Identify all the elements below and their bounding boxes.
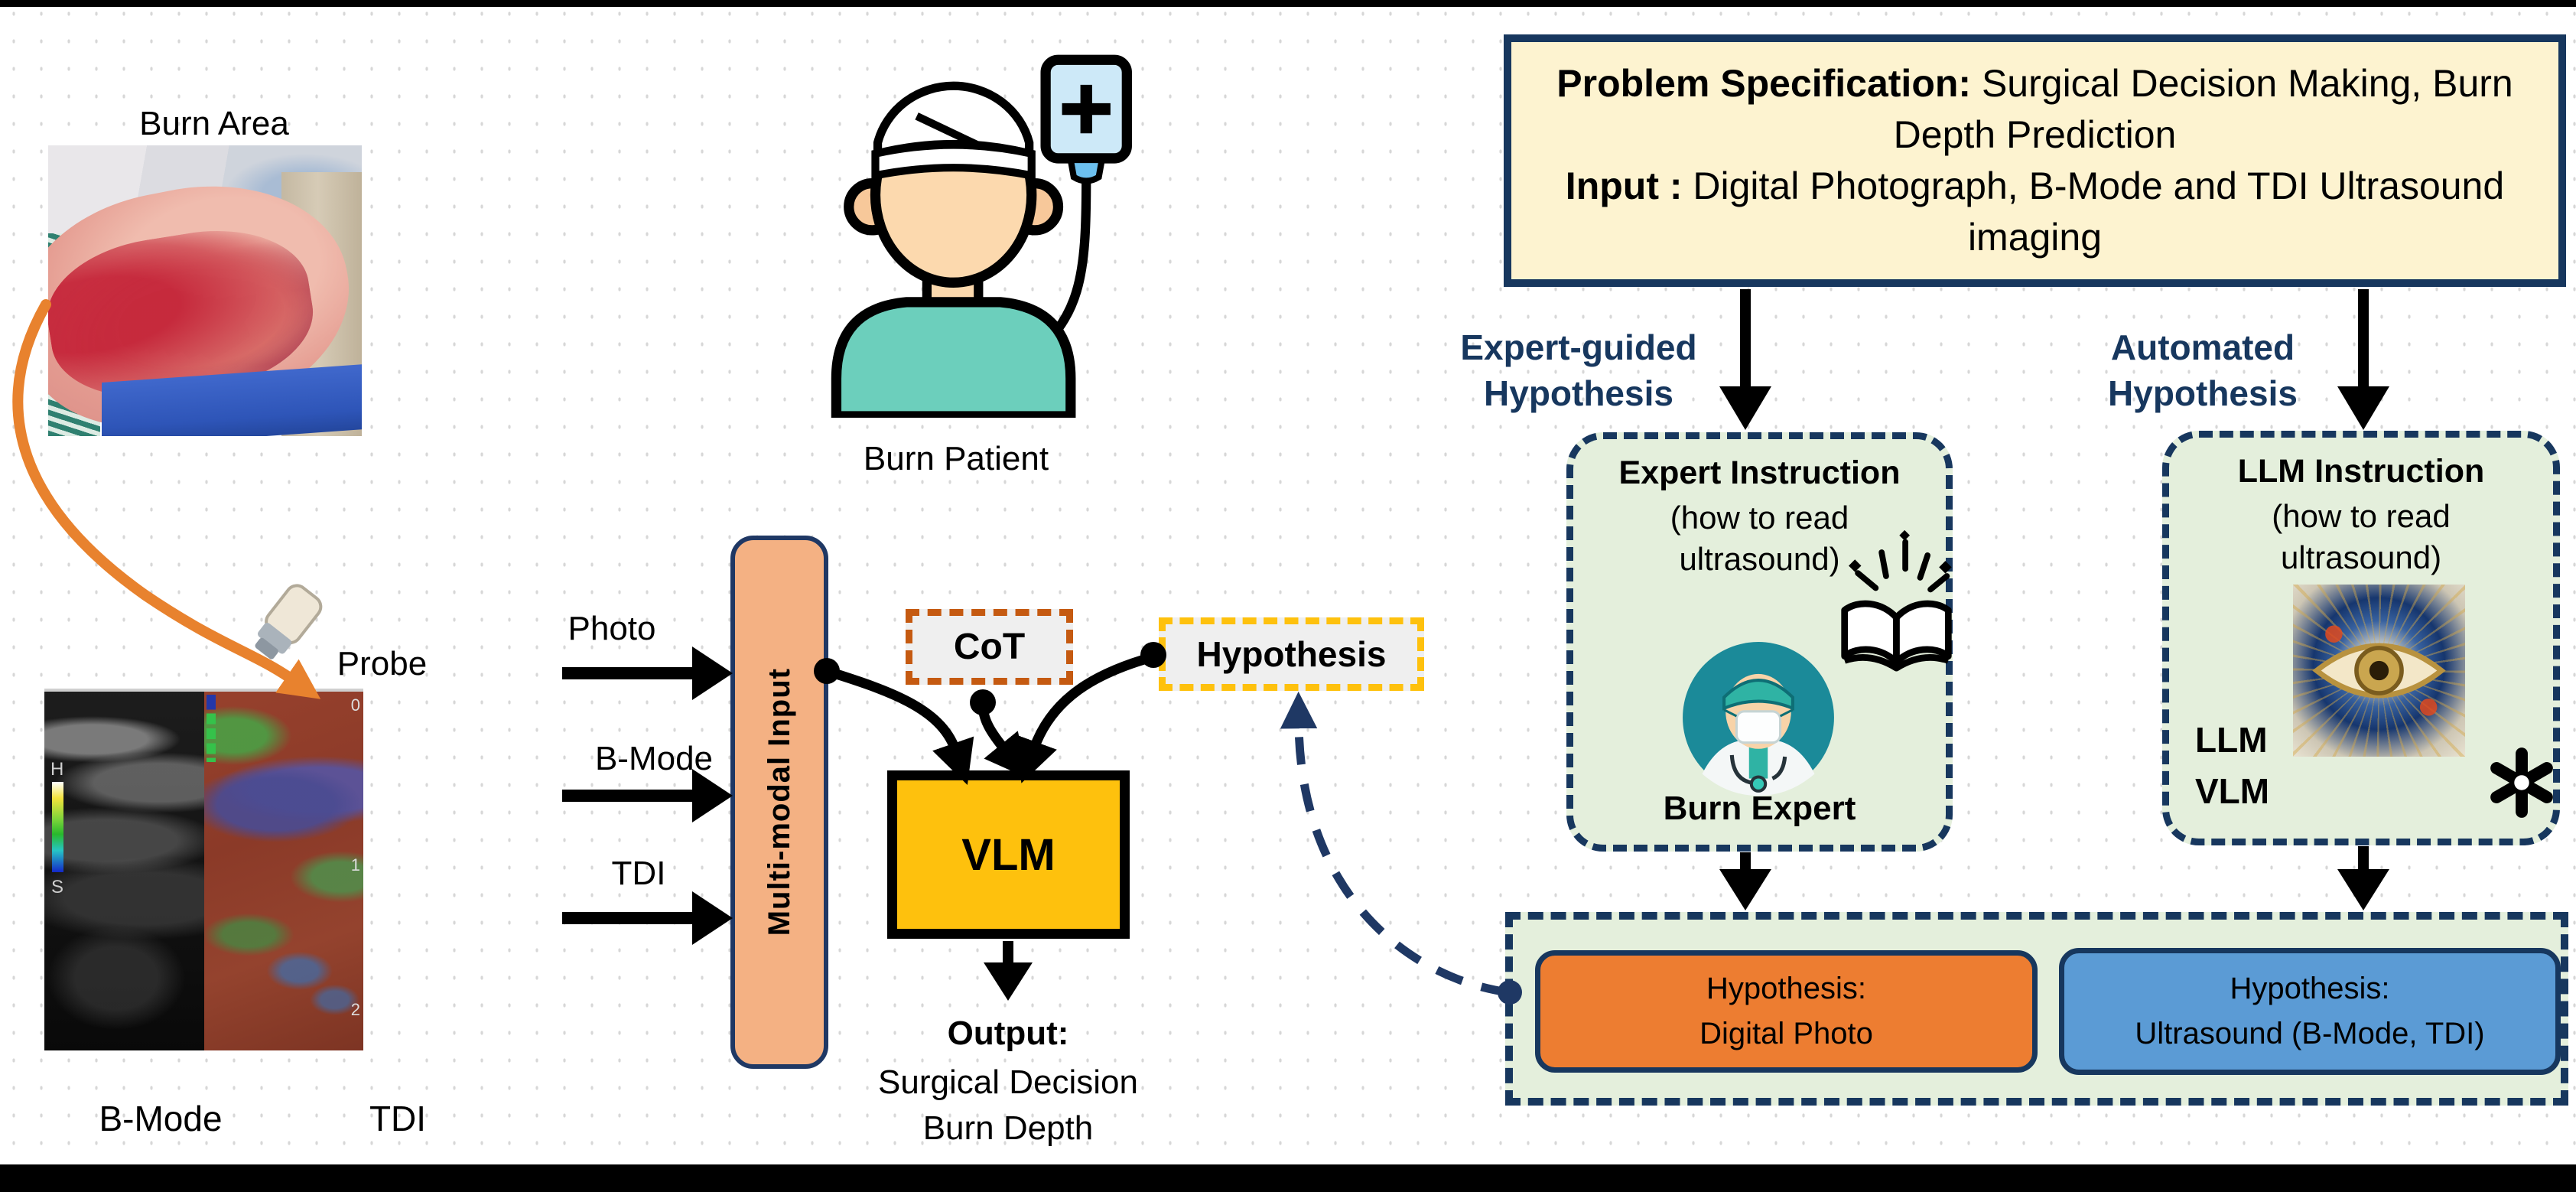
- multimodal-input-bar: Multi-modal Input: [730, 536, 828, 1069]
- openai-flower: [2490, 747, 2553, 818]
- open-book: [1841, 600, 1952, 672]
- hypothesis-box: Hypothesis: [1159, 617, 1424, 691]
- tdi-image: 0 1 2: [204, 689, 363, 1050]
- hypothesis-ultrasound-line1: Hypothesis:: [2230, 972, 2390, 1005]
- expert-instruction-box: Expert Instruction (how to read ultrasou…: [1566, 432, 1953, 852]
- ultrasound-colorbar: [52, 782, 63, 872]
- stethoscope-tube-2: [1771, 756, 1787, 780]
- automated-hypothesis-label: Automated Hypothesis: [2108, 327, 2298, 413]
- llm-instruction-box: LLM Instruction (how to read ultrasound)…: [2162, 431, 2560, 845]
- cot-connector-dot: [970, 689, 996, 715]
- photo-arrow: [562, 646, 733, 700]
- surgical-cap: [1722, 679, 1794, 711]
- tdi-scale-2: 2: [350, 999, 360, 1019]
- doctor-avatar-icon: [1683, 642, 1834, 796]
- llm-vlm-labels: LLM VLM: [2195, 715, 2269, 816]
- expert-instruction-title: Expert Instruction: [1618, 454, 1901, 491]
- problem-spec-rest: Surgical Decision Making, Burn Depth Pre…: [1893, 62, 2513, 156]
- burn-expert-avatar: [1680, 640, 1836, 796]
- tdi-scale-1: 1: [350, 855, 360, 874]
- llm-to-results-arrow: [2337, 846, 2389, 910]
- burn-patient-icon: [788, 50, 1147, 422]
- cot-to-vlm-curve: [977, 697, 1029, 779]
- problem-spec-title: Problem Specification:: [1556, 62, 1972, 105]
- llm-instruction-subtitle: (how to read ultrasound): [2272, 498, 2451, 575]
- sparkles-icon: [1855, 539, 1950, 593]
- ultrasound-image-pair: H S 0 1 2: [44, 689, 363, 1050]
- output-line-burn-depth: Burn Depth: [922, 1109, 1094, 1147]
- burn-area-label: Burn Area: [139, 105, 289, 142]
- iv-drip-port: [1066, 156, 1106, 184]
- problem-to-llm-arrow: [2337, 289, 2389, 430]
- patient-iv-icon: [831, 54, 1132, 422]
- hypothesis-results-container: Hypothesis: Digital Photo Hypothesis: Ul…: [1505, 912, 2568, 1106]
- hypothesis-photo-line2: Digital Photo: [1699, 1017, 1873, 1050]
- tdi-input-label: TDI: [611, 855, 666, 892]
- tdi-image-label: TDI: [369, 1099, 427, 1138]
- llm-instruction-title: LLM Instruction: [2237, 453, 2485, 490]
- tdi-scale-0: 0: [350, 695, 360, 715]
- glow-dot-left: [2325, 625, 2343, 643]
- problem-input-rest: Digital Photograph, B-Mode and TDI Ultra…: [1682, 164, 2505, 259]
- stethoscope-chestpiece: [1749, 775, 1768, 793]
- colorbar-bottom-label: S: [51, 877, 64, 897]
- bmode-image: H S: [44, 689, 204, 1050]
- ai-eye-image: [2293, 585, 2465, 757]
- output-title: Output:: [947, 1015, 1069, 1052]
- problem-input-text: Input : Digital Photograph, B-Mode and T…: [1542, 161, 2528, 263]
- hypothesis-ultrasound-line2: Ultrasound (B-Mode, TDI): [2135, 1017, 2485, 1050]
- problem-specification-box: Problem Specification: Surgical Decision…: [1504, 34, 2566, 287]
- book-sparkles-icon: [1841, 529, 1952, 672]
- bandage-band: [871, 141, 1036, 181]
- bottom-black-bar: [0, 1164, 2576, 1192]
- expert-instruction-subtitle: (how to read ultrasound): [1670, 500, 1849, 577]
- top-black-bar: [0, 0, 2576, 7]
- probe-label: Probe: [337, 645, 428, 682]
- problem-input-title: Input :: [1565, 164, 1683, 207]
- probe-icon: [255, 584, 323, 660]
- eye-pupil: [2369, 660, 2389, 681]
- mask-strap-left: [1723, 708, 1738, 718]
- output-line-surgical-decision: Surgical Decision: [878, 1063, 1138, 1101]
- expert-guided-hypothesis-label: Expert-guided Hypothesis: [1460, 327, 1697, 413]
- vlm-box: VLM: [887, 770, 1130, 939]
- hypothesis-photo-line1: Hypothesis:: [1706, 972, 1866, 1005]
- hypothesis-ultrasound-box: Hypothesis: Ultrasound (B-Mode, TDI): [2059, 948, 2561, 1075]
- bmode-image-label: B-Mode: [99, 1099, 223, 1138]
- ai-eye-icon: [2312, 625, 2446, 716]
- colorbar-top-label: H: [50, 759, 64, 780]
- glow-dot-right: [2419, 699, 2438, 716]
- tdi-gain-bar: [207, 695, 216, 762]
- burn-patient-label: Burn Patient: [863, 440, 1049, 477]
- vlm-label: VLM: [2195, 770, 2270, 811]
- burn-expert-caption: Burn Expert: [1663, 790, 1856, 827]
- expert-to-results-arrow: [1719, 852, 1771, 910]
- cot-box: CoT: [906, 609, 1073, 685]
- problem-to-expert-arrow: [1719, 289, 1771, 430]
- bmode-input-label: B-Mode: [594, 740, 714, 777]
- multimodal-input-label: Multi-modal Input: [762, 668, 796, 936]
- vlm-to-output-arrow: [984, 941, 1033, 1001]
- results-to-hypothesis-dashed-arrow: [1280, 691, 1509, 997]
- openai-logo-icon: [2481, 742, 2562, 823]
- llm-label: LLM: [2195, 720, 2268, 760]
- problem-spec-text: Problem Specification: Surgical Decision…: [1542, 58, 2528, 161]
- mask-strap-right: [1779, 708, 1794, 718]
- burn-photo-image: [48, 145, 362, 436]
- sparkle-diamonds: [1849, 529, 1952, 574]
- photo-input-label: Photo: [568, 610, 656, 647]
- hypothesis-digital-photo-box: Hypothesis: Digital Photo: [1535, 950, 2038, 1073]
- patient-body: [831, 297, 1076, 422]
- book-icon: [1837, 529, 1956, 694]
- surgical-mask: [1735, 710, 1782, 744]
- tdi-arrow: [562, 891, 733, 945]
